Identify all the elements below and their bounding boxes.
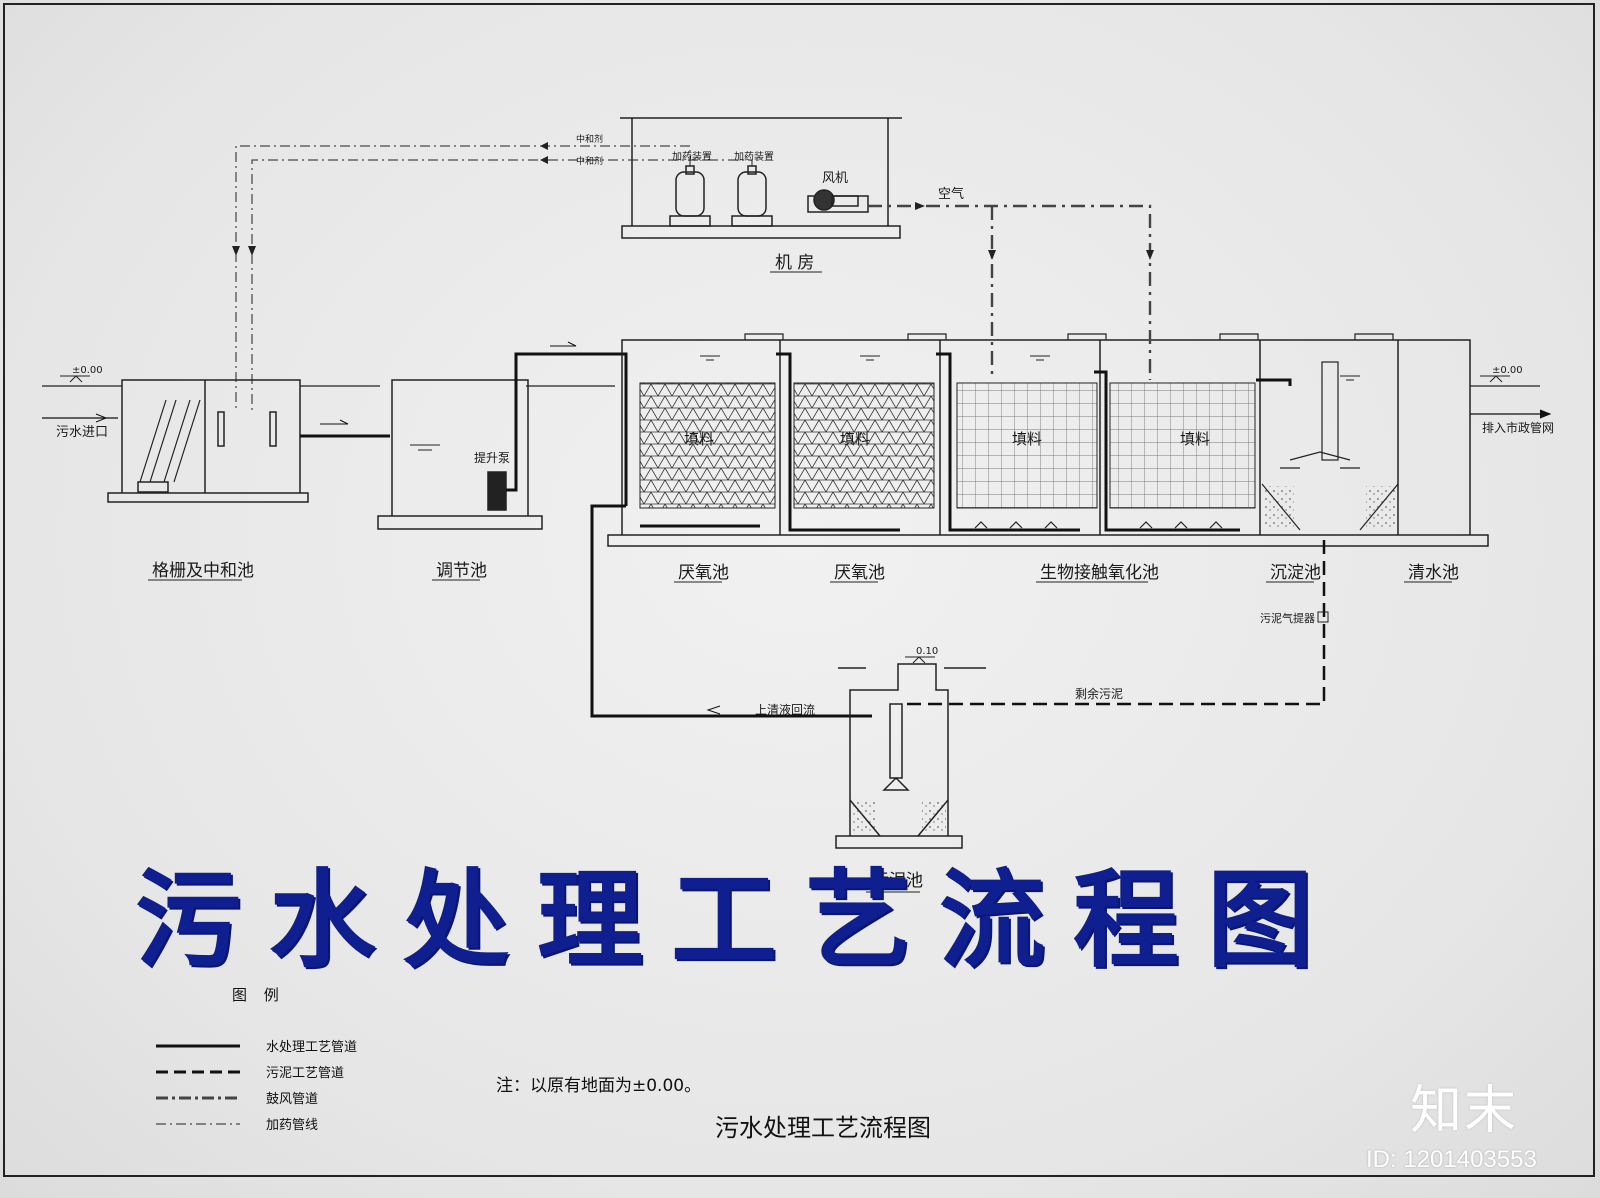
level-sludge-label: 0.10 — [916, 646, 938, 657]
diagram-title: 污水处理工艺流程图 — [135, 859, 1341, 982]
level-left-label: ±0.00 — [72, 365, 103, 376]
blower-label: 风机 — [822, 171, 848, 186]
machine-room-label: 机 房 — [775, 253, 814, 273]
filler-anaerobic-1 — [639, 382, 776, 509]
excess-sludge-label: 剩余污泥 — [1075, 686, 1123, 701]
anaerobic-2-label: 厌氧池 — [834, 563, 885, 583]
legend-item-sludge: 污泥工艺管道 — [156, 1062, 416, 1082]
sludge-tank-label: 污泥池 — [872, 871, 923, 891]
legend-label: 加药管线 — [266, 1118, 319, 1133]
inlet-label: 污水进口 — [56, 425, 108, 440]
legend-title: 图 例 — [232, 986, 285, 1004]
filler-anaerobic-2 — [793, 382, 935, 509]
airlift-label: 污泥气提器 — [1260, 611, 1315, 625]
biocontact-label: 生物接触氧化池 — [1040, 563, 1159, 583]
filler-label-2: 填料 — [840, 430, 870, 448]
legend-label: 污泥工艺管道 — [266, 1066, 345, 1081]
filler-label-3: 填料 — [1012, 430, 1042, 448]
filler-label-4: 填料 — [1180, 430, 1210, 448]
filler-biocontact-2 — [1109, 382, 1256, 509]
datum-note: 注：以原有地面为±0.00。 — [496, 1076, 702, 1096]
filler-label-1: 填料 — [684, 430, 714, 448]
air-label: 空气 — [938, 186, 964, 202]
grille-tank — [107, 379, 309, 503]
image-id-tag: ID: 1201403553 — [1366, 1146, 1537, 1173]
outlet-label: 排入市政管网 — [1482, 420, 1554, 435]
neutralizer-1-label: 中和剂 — [576, 133, 603, 145]
legend-item-air: 鼓风管道 — [156, 1088, 416, 1108]
sedimentation-label: 沉淀池 — [1270, 563, 1321, 583]
sheet-border — [3, 3, 1595, 1177]
regulating-label: 调节池 — [436, 561, 487, 581]
footer-caption: 污水处理工艺流程图 — [715, 1114, 931, 1142]
legend-swatches — [156, 1044, 240, 1125]
regulating-tank — [377, 379, 543, 530]
neutralizer-2-label: 中和剂 — [576, 155, 603, 167]
brand-logo: 知末 — [1410, 1081, 1519, 1141]
grille-label: 格栅及中和池 — [152, 561, 254, 581]
legend-item-water: 水处理工艺管道 — [156, 1036, 416, 1056]
level-right-label: ±0.00 — [1492, 365, 1523, 376]
supernatant-label: 上清液回流 — [755, 702, 815, 717]
legend-label: 水处理工艺管道 — [266, 1040, 358, 1055]
dosing-1-label: 加药装置 — [672, 150, 712, 163]
legend-label: 鼓风管道 — [266, 1092, 319, 1107]
filler-biocontact-1 — [956, 382, 1098, 509]
legend-item-dosing: 加药管线 — [156, 1114, 416, 1134]
anaerobic-1-label: 厌氧池 — [678, 563, 729, 583]
dosing-2-label: 加药装置 — [734, 150, 774, 163]
machine-room — [620, 117, 902, 239]
clearwater-label: 清水池 — [1408, 563, 1459, 583]
pump-label: 提升泵 — [474, 450, 510, 465]
